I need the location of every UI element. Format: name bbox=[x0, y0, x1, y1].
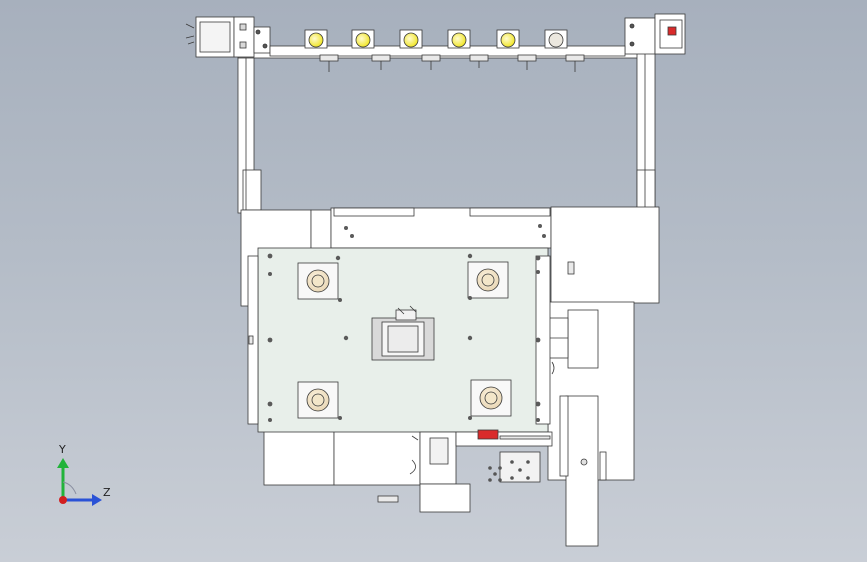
indicator-lamp bbox=[544, 29, 568, 49]
right-stub bbox=[567, 261, 575, 275]
mounting-bolts bbox=[267, 224, 546, 422]
bearing-flange bbox=[470, 379, 512, 417]
indicator-lamp-row bbox=[304, 29, 568, 49]
rotation-arc bbox=[62, 481, 77, 495]
indicator-lamp bbox=[399, 29, 423, 49]
panel-dots bbox=[488, 460, 530, 482]
indicator-lamp bbox=[447, 29, 471, 49]
indicator-lamp bbox=[351, 29, 375, 49]
indicator-lamp bbox=[304, 29, 328, 49]
lamp-rail bbox=[269, 45, 626, 57]
y-axis-label: Y bbox=[59, 443, 66, 456]
z-axis-arrowhead bbox=[92, 494, 102, 506]
coordinate-triad bbox=[57, 458, 102, 506]
y-axis-arrowhead bbox=[57, 458, 69, 468]
left-stub bbox=[248, 335, 254, 345]
left-motor bbox=[185, 16, 271, 58]
bearing-flange bbox=[297, 381, 339, 419]
z-axis-label: Z bbox=[103, 486, 111, 499]
center-cylinder bbox=[371, 305, 435, 361]
lower-right-bracket bbox=[559, 395, 607, 547]
side-slider bbox=[547, 309, 599, 375]
lower-assembly bbox=[377, 429, 553, 513]
bearing-flange bbox=[297, 262, 339, 300]
indicator-lamp bbox=[496, 29, 520, 49]
axis-origin bbox=[59, 496, 67, 504]
bearing-flange bbox=[467, 261, 509, 299]
rail-connectors bbox=[319, 54, 585, 72]
right-sensor-block bbox=[624, 13, 686, 55]
